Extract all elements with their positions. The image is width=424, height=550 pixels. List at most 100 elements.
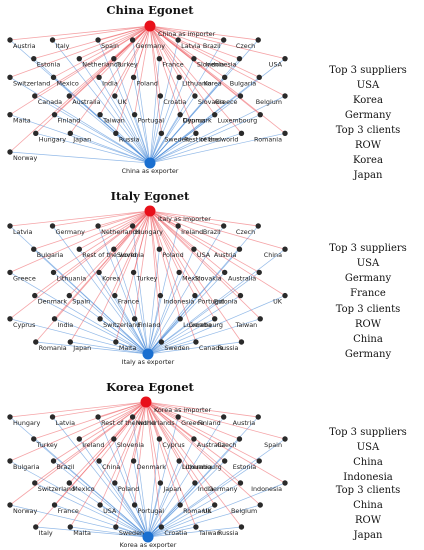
node-label-slovenia: Slovenia — [117, 251, 144, 259]
italy-egonet-title: Italy Egonet — [110, 189, 190, 203]
node-uk — [282, 292, 288, 299]
node-italy — [33, 524, 39, 530]
node-portugal — [131, 502, 138, 508]
node-russia — [113, 130, 119, 137]
node-label-austria: Austria — [13, 42, 36, 50]
import-edge — [114, 25, 151, 97]
node-korea — [221, 74, 228, 81]
node-czech — [236, 436, 243, 442]
node-label-australia: Australia — [197, 441, 225, 449]
export-edge — [147, 482, 196, 538]
node-norway — [7, 149, 13, 155]
node-label-australia: Australia — [228, 274, 256, 282]
export-edge — [9, 460, 149, 538]
export-edge — [133, 460, 149, 538]
node-china — [96, 458, 102, 464]
node-label-sweden: Sweden — [164, 344, 189, 352]
export-edge — [35, 526, 149, 538]
import-edge — [69, 210, 151, 343]
import-edge — [149, 25, 286, 97]
node-sweden — [158, 339, 165, 345]
node-label-czech: Czech — [217, 441, 236, 449]
node-austria — [236, 246, 243, 252]
import-edge — [145, 401, 224, 418]
export-edge — [35, 132, 151, 164]
node-portugal — [192, 292, 198, 299]
export-edge — [114, 482, 149, 538]
node-india — [192, 480, 198, 486]
node-estonia — [31, 55, 37, 62]
import-edge — [149, 25, 242, 134]
node-ireland — [76, 436, 83, 442]
export-edge — [147, 248, 240, 355]
node-label-china: China — [264, 251, 282, 259]
suppliers-title: Top 3 suppliers — [329, 65, 407, 76]
node-label-denmark: Denmark — [38, 298, 68, 306]
node-canada — [32, 93, 38, 99]
node-label-netherlands: Netherlands — [101, 228, 141, 236]
node-label-australia: Australia — [72, 98, 100, 106]
node-label-france: France — [162, 61, 183, 69]
clients-title: Top 3 clients — [335, 304, 401, 315]
import-edge — [79, 25, 151, 60]
node-netherlands — [95, 223, 101, 229]
import-edge — [98, 25, 151, 78]
node-label-croatia: Croatia — [164, 529, 187, 537]
export-edge — [33, 438, 149, 538]
export-edge — [134, 504, 149, 538]
import-edge — [149, 25, 181, 115]
node-label-usa: USA — [103, 507, 117, 515]
import-edge — [149, 25, 180, 78]
export-edge — [134, 318, 149, 355]
node-label-austria: Austria — [233, 419, 256, 427]
importer-node — [140, 396, 152, 408]
node-label-estonia: Estonia — [37, 61, 61, 69]
export-edge — [147, 460, 180, 538]
node-label-japan: Japan — [72, 344, 91, 352]
node-usa — [97, 502, 103, 508]
export-edge — [147, 272, 260, 355]
node-latvia — [7, 223, 13, 229]
export-edge — [35, 341, 149, 355]
import-edge — [98, 401, 147, 462]
node-slovenia — [111, 246, 117, 252]
node-label-mexico: Mexico — [72, 485, 94, 493]
export-edge — [115, 526, 149, 538]
node-denmark — [32, 292, 38, 299]
import-edge — [69, 401, 147, 528]
export-edge — [147, 504, 261, 538]
node-slovenia — [111, 436, 117, 442]
export-edge — [54, 114, 151, 164]
export-edge — [70, 341, 149, 355]
import-edge — [145, 401, 162, 528]
export-edge — [79, 249, 149, 355]
china-clients-box: Top 3 clients ROW Korea Japan — [312, 123, 424, 183]
import-edge — [79, 210, 151, 250]
node-label-latvia: Latvia — [181, 42, 201, 50]
node-france — [51, 502, 58, 508]
node-hungary — [129, 223, 136, 229]
export-edge — [147, 225, 179, 355]
node-label-czech: Czech — [236, 228, 255, 236]
import-edge — [149, 210, 261, 320]
node-label-india: India — [58, 321, 74, 329]
node-ireland — [175, 223, 181, 229]
import-edge — [145, 401, 259, 418]
node-label-malta: Malta — [73, 529, 91, 537]
import-edge — [145, 401, 197, 528]
node-label-lithuania: Lithuania — [57, 274, 87, 282]
node-label-japan: Japan — [72, 135, 91, 143]
export-edge — [114, 295, 149, 355]
export-edge — [149, 114, 215, 164]
export-edge — [99, 114, 151, 164]
node-brazil — [220, 223, 227, 229]
node-label-netherlands: Netherlands — [82, 61, 122, 69]
node-label-taiwan: Taiwan — [102, 117, 125, 125]
node-greece — [7, 269, 13, 276]
import-edge — [79, 401, 147, 440]
node-latvia — [49, 414, 56, 420]
export-edge — [34, 95, 151, 164]
export-edge — [115, 133, 151, 164]
importer-node — [144, 205, 156, 217]
